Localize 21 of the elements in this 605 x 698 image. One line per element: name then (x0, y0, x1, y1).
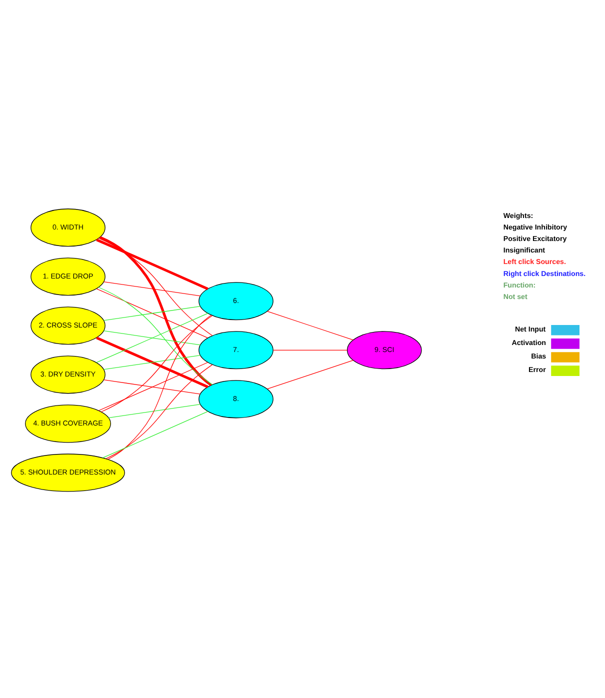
connector (266, 310, 354, 340)
connector (96, 288, 208, 338)
connector (103, 330, 201, 345)
connector (98, 286, 213, 384)
connector (103, 354, 201, 370)
connector (96, 312, 208, 362)
connector (100, 314, 213, 412)
connector (102, 410, 208, 458)
connector (103, 305, 201, 320)
connector (98, 237, 213, 336)
connector (108, 404, 201, 418)
connector (108, 314, 212, 460)
connector (106, 364, 213, 459)
connector (103, 379, 201, 394)
connector (103, 280, 201, 296)
connector (100, 236, 212, 386)
connector (98, 362, 208, 410)
connector (266, 360, 354, 389)
connector (96, 238, 208, 290)
connector (272, 349, 348, 350)
connector (96, 336, 208, 388)
